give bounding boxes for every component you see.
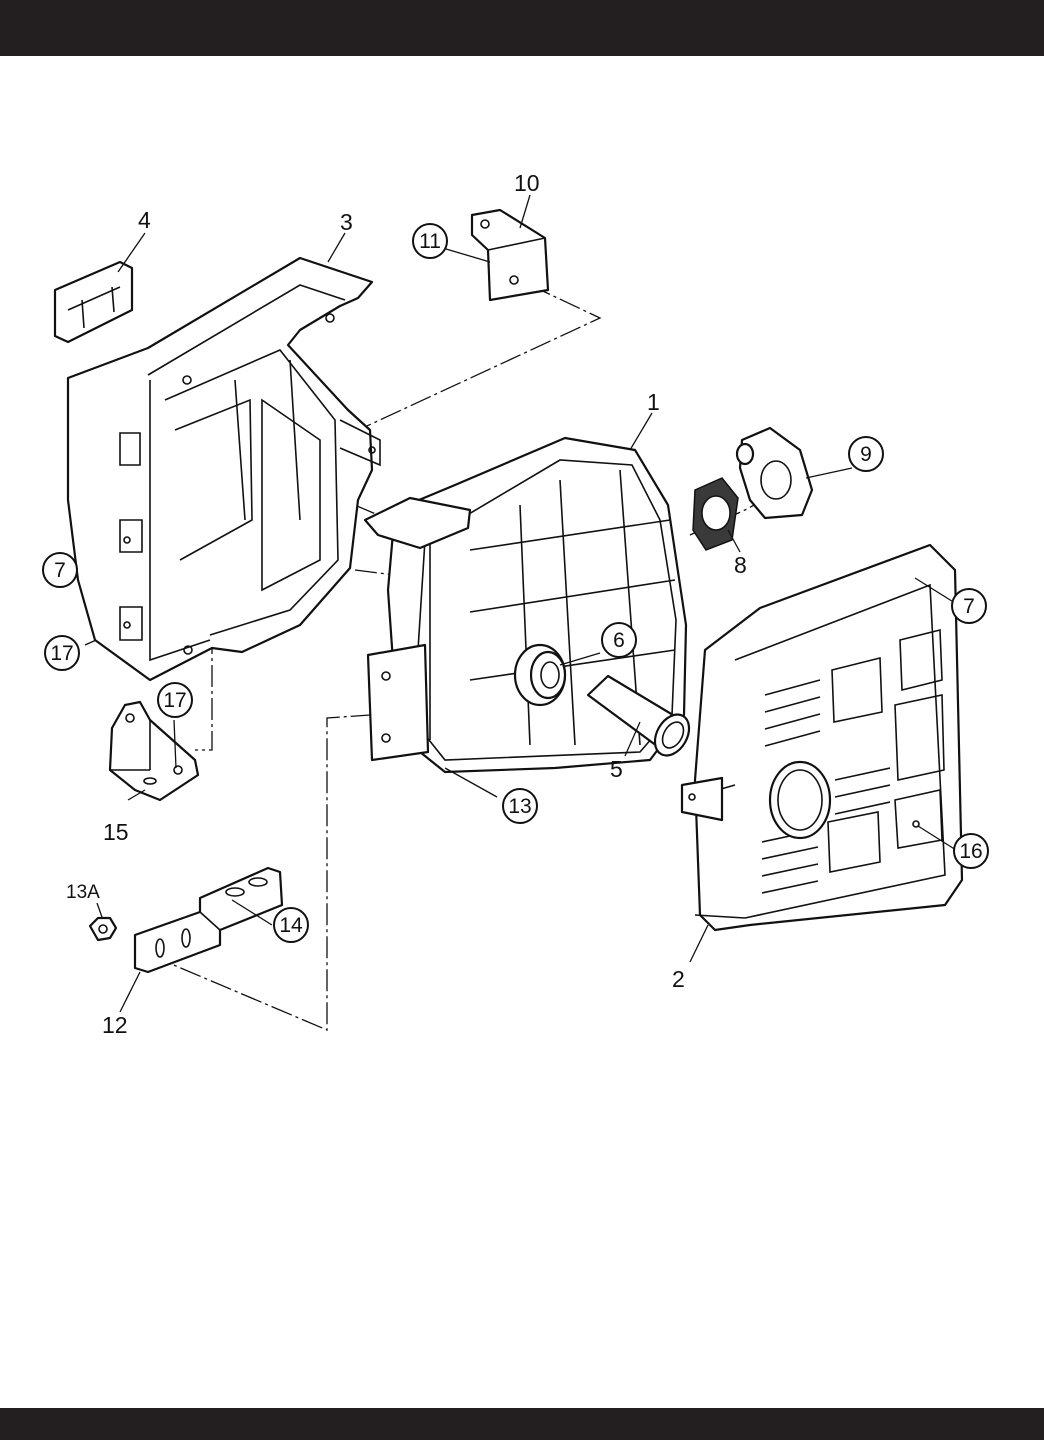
part-8-gasket xyxy=(693,478,738,550)
callout-17-left: 17 xyxy=(45,636,79,670)
label-part-11: 11 xyxy=(419,230,441,253)
callout-13: 13 xyxy=(503,789,537,823)
label-part-15: 15 xyxy=(103,819,129,845)
label-part-4: 4 xyxy=(138,207,151,233)
callout-11: 11 xyxy=(413,224,447,258)
callout-9: 9 xyxy=(849,437,883,471)
part-3-muffler-housing xyxy=(68,258,380,680)
callout-17-bracket: 17 xyxy=(158,683,192,717)
label-part-3: 3 xyxy=(340,209,353,235)
part-4-cover-plate xyxy=(55,262,132,342)
part-9-exhaust-flange xyxy=(737,428,812,518)
label-part-10: 10 xyxy=(514,170,540,196)
part-12-long-bracket xyxy=(135,868,282,972)
callout-14: 14 xyxy=(274,908,308,942)
part-15-l-bracket xyxy=(110,702,198,800)
label-part-13: 13 xyxy=(508,795,531,818)
label-part-7-left: 7 xyxy=(54,559,66,582)
callout-16: 16 xyxy=(954,834,988,868)
label-part-6: 6 xyxy=(613,629,625,652)
label-part-1: 1 xyxy=(647,389,660,415)
label-part-14: 14 xyxy=(279,914,303,937)
callout-7-left: 7 xyxy=(43,553,77,587)
label-part-12: 12 xyxy=(102,1012,128,1038)
label-part-17-left: 17 xyxy=(50,642,73,665)
part-10-bracket xyxy=(472,210,548,300)
label-part-8: 8 xyxy=(734,552,747,578)
part-13a-nut xyxy=(90,918,116,940)
callout-6: 6 xyxy=(602,623,636,657)
label-part-16: 16 xyxy=(959,840,982,863)
label-part-9: 9 xyxy=(860,443,872,466)
label-part-2: 2 xyxy=(672,966,685,992)
part-6-outlet-spigot xyxy=(515,645,565,705)
part-2-heat-shield xyxy=(682,545,962,930)
label-part-13a: 13A xyxy=(66,882,100,903)
label-part-7-right: 7 xyxy=(963,595,975,618)
label-part-5: 5 xyxy=(610,756,623,782)
label-part-17-bracket: 17 xyxy=(163,689,186,712)
callout-7-right: 7 xyxy=(952,589,986,623)
